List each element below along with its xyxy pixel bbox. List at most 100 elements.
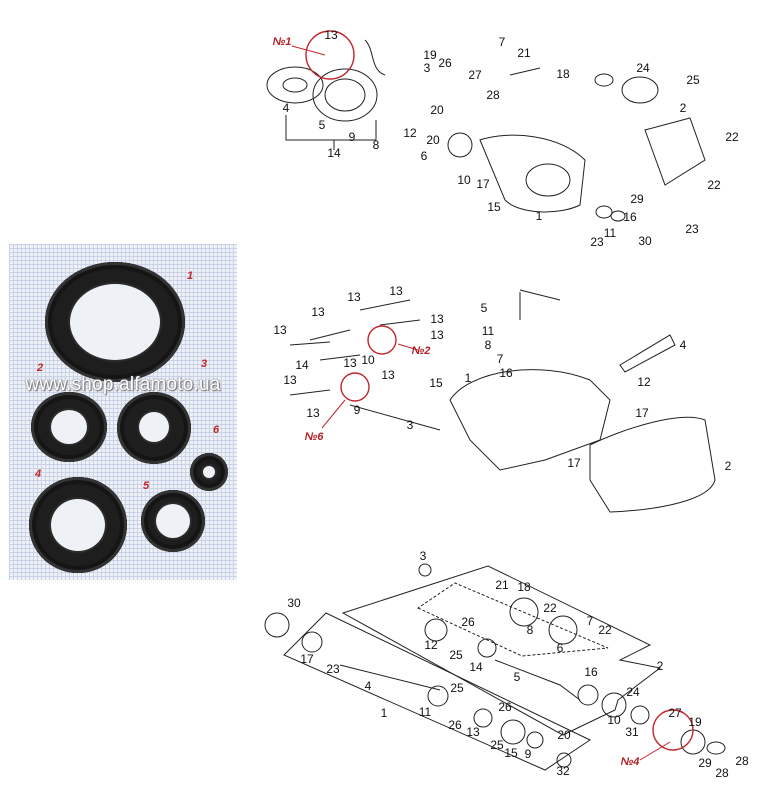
callout-circle-4 bbox=[652, 709, 694, 751]
part-number-label: 28 bbox=[735, 754, 749, 768]
part-number-label: 13 bbox=[324, 28, 338, 42]
part-number-label: 26 bbox=[448, 718, 462, 732]
part-number-label: 5 bbox=[513, 670, 521, 684]
part-number-label: 12 bbox=[637, 375, 651, 389]
part-number-label: 21 bbox=[495, 578, 509, 592]
oil-seal-5 bbox=[141, 490, 205, 552]
part-number-label: 16 bbox=[499, 366, 513, 380]
part-number-label: 19 bbox=[688, 715, 702, 729]
part-number-label: 20 bbox=[426, 133, 440, 147]
part-number-label: 22 bbox=[707, 178, 721, 192]
part-number-label: 7 bbox=[496, 352, 504, 366]
part-number-label: 5 bbox=[318, 118, 326, 132]
callout-circle-2 bbox=[367, 325, 397, 355]
part-number-label: 14 bbox=[469, 660, 483, 674]
part-number-label: 1 bbox=[464, 371, 472, 385]
part-number-label: 30 bbox=[638, 234, 652, 248]
seal-callout-label: №4 bbox=[620, 756, 640, 768]
part-number-label: 26 bbox=[438, 56, 452, 70]
seal-callout-label: №2 bbox=[411, 345, 431, 357]
part-number-label: 20 bbox=[430, 103, 444, 117]
part-number-label: 8 bbox=[484, 338, 492, 352]
part-number-label: 17 bbox=[635, 406, 649, 420]
part-number-label: 14 bbox=[327, 146, 341, 160]
part-number-label: 27 bbox=[668, 706, 682, 720]
part-number-label: 13 bbox=[283, 373, 297, 387]
part-number-label: 17 bbox=[476, 177, 490, 191]
seal-callout-label: №6 bbox=[304, 431, 324, 443]
part-number-label: 21 bbox=[517, 46, 531, 60]
part-number-label: 8 bbox=[372, 138, 380, 152]
part-number-label: 17 bbox=[300, 652, 314, 666]
part-number-label: 25 bbox=[449, 648, 463, 662]
part-number-label: 10 bbox=[361, 353, 375, 367]
part-number-label: 4 bbox=[679, 338, 687, 352]
seal-callout-label: №1 bbox=[272, 36, 292, 48]
part-number-label: 16 bbox=[623, 210, 637, 224]
part-number-label: 16 bbox=[584, 665, 598, 679]
watermark: www.shop.alfamoto.ua bbox=[25, 374, 221, 395]
part-number-label: 23 bbox=[326, 662, 340, 676]
part-number-label: 29 bbox=[630, 192, 644, 206]
part-number-label: 3 bbox=[419, 549, 427, 563]
part-number-label: 8 bbox=[526, 623, 534, 637]
part-number-label: 12 bbox=[403, 126, 417, 140]
part-number-label: 15 bbox=[504, 746, 518, 760]
part-number-label: 20 bbox=[557, 728, 571, 742]
part-number-label: 13 bbox=[430, 328, 444, 342]
part-number-label: 11 bbox=[418, 705, 432, 719]
part-number-label: 25 bbox=[686, 73, 700, 87]
part-number-label: 3 bbox=[406, 418, 414, 432]
part-number-label: 15 bbox=[429, 376, 443, 390]
part-number-label: 7 bbox=[498, 35, 506, 49]
part-number-label: 30 bbox=[287, 596, 301, 610]
part-number-label: 17 bbox=[567, 456, 581, 470]
oil-seal-photo: www.shop.alfamoto.ua 1 2 3 4 5 6 bbox=[9, 244, 237, 580]
part-number-label: 13 bbox=[306, 406, 320, 420]
part-number-label: 26 bbox=[498, 700, 512, 714]
part-number-label: 13 bbox=[430, 312, 444, 326]
part-number-label: 1 bbox=[380, 706, 388, 720]
part-number-label: 18 bbox=[556, 67, 570, 81]
part-number-label: 23 bbox=[590, 235, 604, 249]
part-number-label: 22 bbox=[598, 623, 612, 637]
part-number-label: 2 bbox=[656, 659, 664, 673]
seal-label: 5 bbox=[143, 480, 150, 492]
part-number-label: 2 bbox=[724, 459, 732, 473]
part-number-label: 11 bbox=[481, 324, 495, 338]
part-number-label: 9 bbox=[348, 130, 356, 144]
part-number-label: 24 bbox=[636, 61, 650, 75]
part-number-label: 13 bbox=[466, 725, 480, 739]
part-number-label: 32 bbox=[556, 764, 570, 778]
part-number-label: 12 bbox=[424, 638, 438, 652]
crankcase-cover-drawing bbox=[289, 289, 716, 513]
part-number-label: 13 bbox=[381, 368, 395, 382]
part-number-label: 14 bbox=[295, 358, 309, 372]
part-number-label: 29 bbox=[698, 756, 712, 770]
part-number-label: 2 bbox=[679, 101, 687, 115]
part-number-label: 18 bbox=[517, 580, 531, 594]
part-number-label: 11 bbox=[603, 226, 617, 240]
transmission-drawing bbox=[264, 563, 726, 771]
part-number-label: 13 bbox=[389, 284, 403, 298]
part-number-label: 13 bbox=[311, 305, 325, 319]
part-number-label: 1 bbox=[535, 209, 543, 223]
part-number-label: 19 bbox=[423, 48, 437, 62]
part-number-label: 9 bbox=[353, 403, 361, 417]
part-number-label: 7 bbox=[586, 614, 594, 628]
part-number-label: 23 bbox=[685, 222, 699, 236]
oil-seal-4 bbox=[29, 477, 127, 573]
part-number-label: 10 bbox=[607, 713, 621, 727]
part-number-label: 22 bbox=[543, 601, 557, 615]
seal-label: 3 bbox=[201, 358, 208, 370]
part-number-label: 28 bbox=[486, 88, 500, 102]
part-number-label: 25 bbox=[450, 681, 464, 695]
seal-label: 1 bbox=[187, 270, 194, 282]
oil-seal-3 bbox=[117, 392, 191, 464]
part-number-label: 13 bbox=[343, 356, 357, 370]
seal-label: 4 bbox=[35, 468, 42, 480]
part-number-label: 6 bbox=[556, 641, 564, 655]
callout-circle-1 bbox=[305, 30, 355, 80]
part-number-label: 9 bbox=[524, 747, 532, 761]
